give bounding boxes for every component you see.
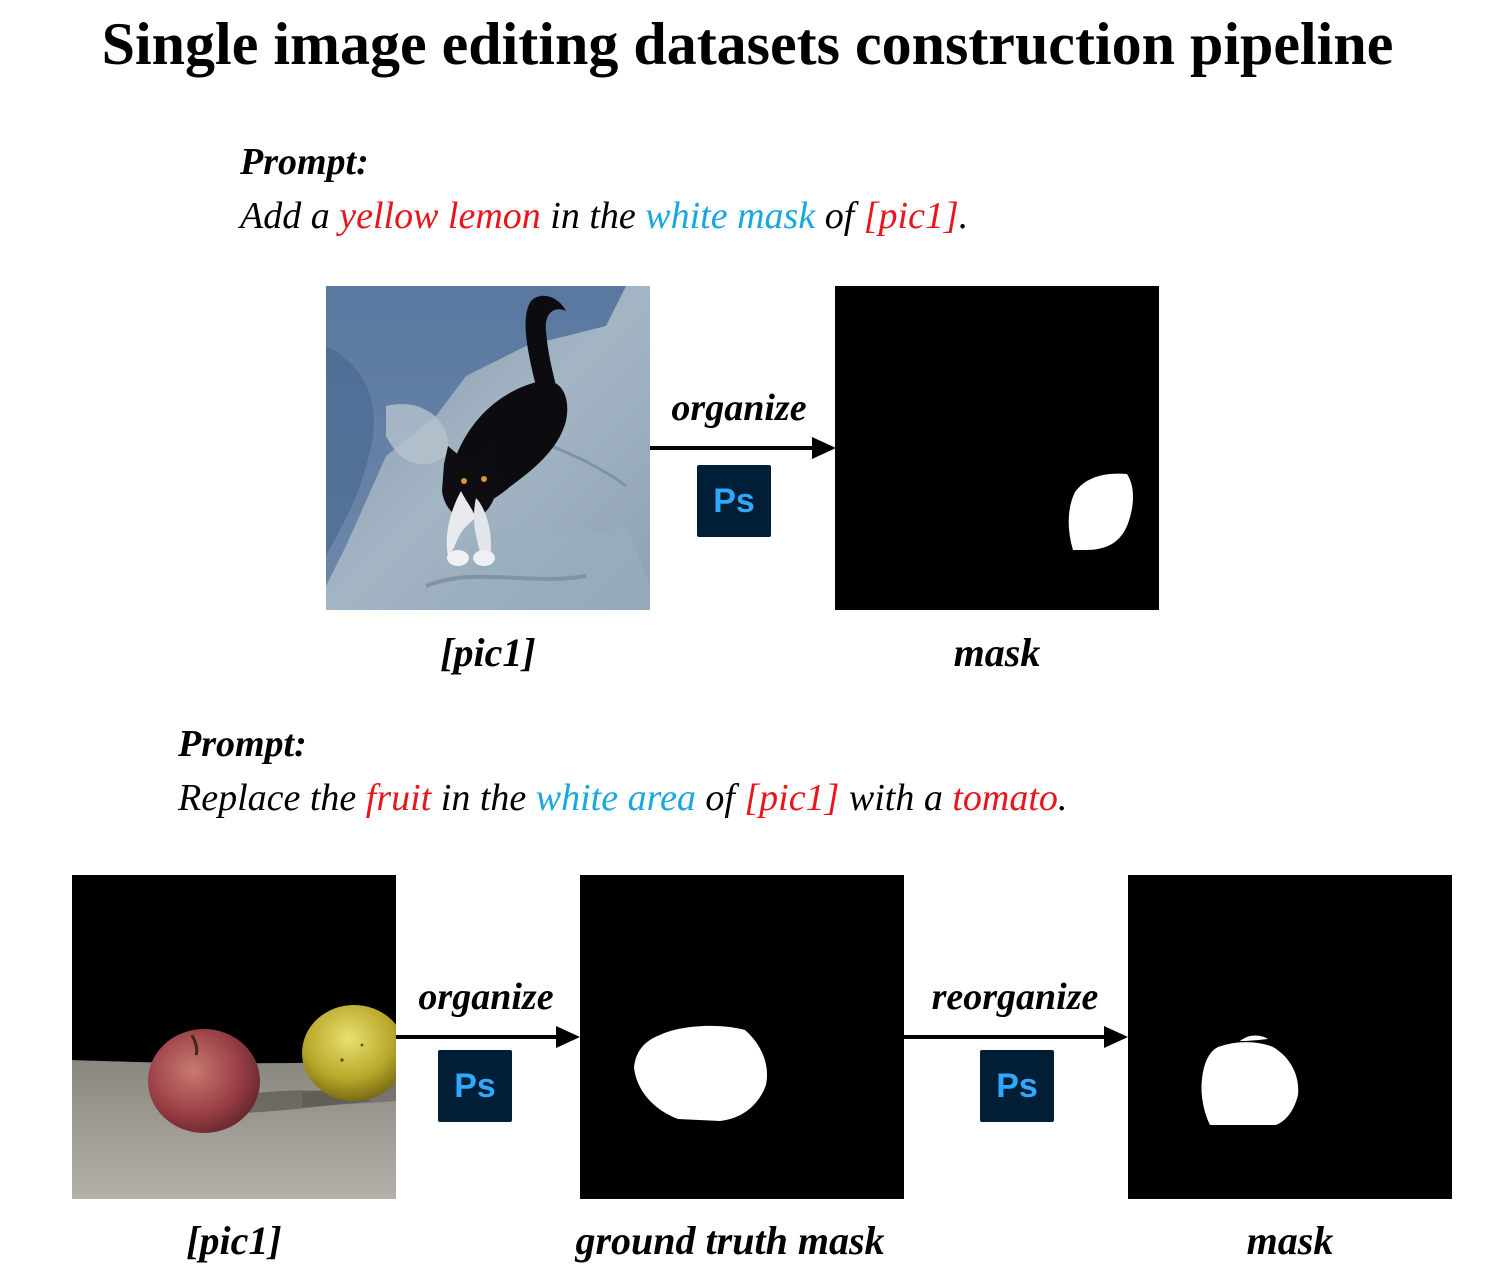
cat-photo (326, 286, 650, 610)
prompt-segment: Add a (240, 195, 340, 237)
prompt-text-2: Replace the fruit in the white area of [… (178, 776, 1067, 820)
prompt-highlight-red: tomato (952, 777, 1058, 819)
prompt-label-1: Prompt: (240, 141, 369, 183)
prompt-highlight-blue: white area (535, 777, 696, 819)
prompt-highlight-red: fruit (365, 777, 432, 819)
caption-ground-truth-mask: ground truth mask (575, 1218, 885, 1263)
prompt-highlight-red: [pic1] (863, 195, 959, 237)
arrow-label-reorganize: reorganize (931, 976, 1099, 1018)
caption-mask: mask (953, 630, 1041, 675)
arrow-label-organize: organize (671, 387, 807, 429)
caption-pic1: [pic1] (186, 1218, 282, 1263)
photoshop-icon: Ps (697, 465, 771, 537)
arrow-right (650, 436, 836, 460)
prompt-segment: in the (431, 777, 536, 819)
prompt-highlight-red: yellow lemon (339, 195, 541, 237)
ground-truth-mask-image (580, 875, 904, 1199)
caption-mask: mask (1246, 1218, 1334, 1263)
prompt-text-1: Add a yellow lemon in the white mask of … (240, 194, 968, 238)
prompt-segment: Replace the (178, 777, 366, 819)
mask-image (1128, 875, 1452, 1199)
caption-pic1: [pic1] (440, 630, 536, 675)
prompt-segment: with a (839, 777, 953, 819)
prompt-highlight-blue: white mask (645, 195, 816, 237)
prompt-label-2: Prompt: (178, 723, 307, 765)
arrow-right (904, 1025, 1128, 1049)
prompt-segment: of (815, 195, 864, 237)
photoshop-icon: Ps (438, 1050, 512, 1122)
prompt-segment: in the (540, 195, 646, 237)
prompt-highlight-red: [pic1] (744, 777, 840, 819)
mask-image (835, 286, 1159, 610)
prompt-segment: . (958, 195, 969, 237)
prompt-segment: of (695, 777, 745, 819)
photoshop-icon: Ps (980, 1050, 1054, 1122)
fruit-photo (72, 875, 396, 1199)
arrow-label-organize: organize (418, 976, 554, 1018)
arrow-right (396, 1025, 580, 1049)
page-title: Single image editing datasets constructi… (101, 11, 1394, 77)
prompt-segment: . (1057, 777, 1068, 819)
